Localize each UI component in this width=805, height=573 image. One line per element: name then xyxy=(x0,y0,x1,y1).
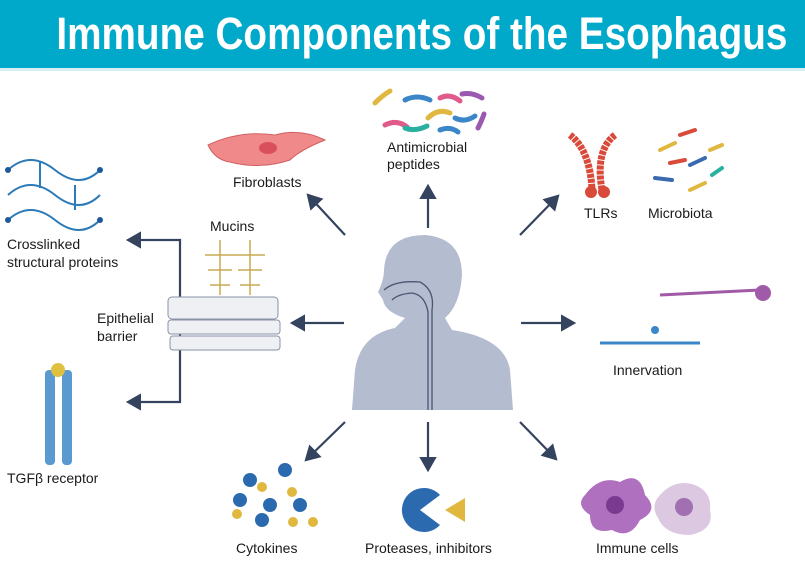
peptides-icon xyxy=(372,88,487,135)
innervation-icon xyxy=(600,285,771,345)
label-immune-cells: Immune cells xyxy=(596,540,678,556)
label-tgfb-receptor: TGFβ receptor xyxy=(7,470,99,486)
mucins-icon xyxy=(205,240,265,295)
human-silhouette xyxy=(352,235,513,410)
label-microbiota: Microbiota xyxy=(648,205,713,221)
page-title: Immune Components of the Esophagus xyxy=(56,8,788,59)
label-epithelial-1: Epithelial xyxy=(97,310,154,326)
arrows xyxy=(125,183,577,473)
immune-cells-icon xyxy=(581,478,711,535)
arrow-up-left xyxy=(306,193,346,236)
label-antimicrobial-2: peptides xyxy=(387,156,440,172)
fibroblast-icon xyxy=(207,131,327,166)
crosslinked-proteins-icon xyxy=(7,159,101,231)
title-bar: Immune Components of the Esophagus xyxy=(0,0,805,71)
label-antimicrobial-1: Antimicrobial xyxy=(387,139,467,155)
label-mucins: Mucins xyxy=(210,218,254,234)
crosslink-dots xyxy=(5,167,103,223)
arrow-bracket-top xyxy=(125,231,182,300)
tlr-icon xyxy=(567,132,618,198)
arrow-down-left xyxy=(304,421,346,462)
protease-icon xyxy=(401,488,465,532)
label-crosslinked-1: Crosslinked xyxy=(7,236,80,252)
cytokines-icon xyxy=(232,463,318,527)
microbiota-icon xyxy=(653,128,724,192)
label-fibroblasts: Fibroblasts xyxy=(233,174,301,190)
epithelial-barrier-icon xyxy=(167,296,281,351)
label-innervation: Innervation xyxy=(613,362,682,378)
arrow-up-right xyxy=(519,194,560,236)
label-proteases: Proteases, inhibitors xyxy=(365,540,492,556)
label-tlrs: TLRs xyxy=(584,205,617,221)
label-epithelial-2: barrier xyxy=(97,328,138,344)
label-crosslinked-2: structural proteins xyxy=(7,254,118,270)
tgfb-receptor-icon xyxy=(45,363,72,465)
label-cytokines: Cytokines xyxy=(236,540,297,556)
arrow-down-right xyxy=(519,421,558,461)
